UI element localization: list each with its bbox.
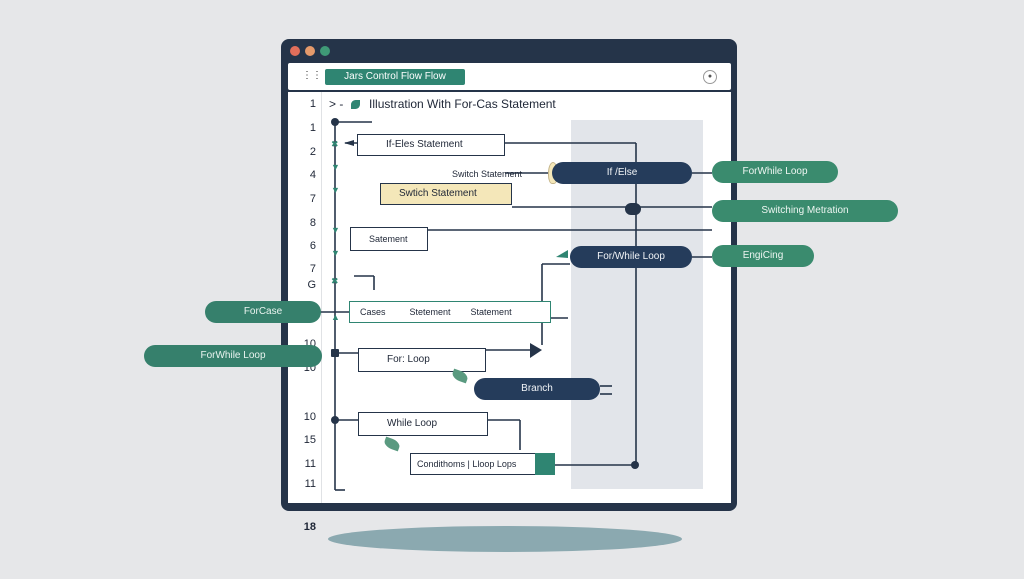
line-number: G bbox=[307, 279, 316, 291]
for-while-loop-mid-pill[interactable]: For/While Loop bbox=[570, 246, 692, 268]
switch-statement-box[interactable]: Swtich Statement bbox=[380, 183, 512, 205]
line-number: 1 bbox=[309, 122, 316, 134]
line-number: 11 bbox=[304, 458, 316, 470]
step-marker-icon: ▼ bbox=[331, 185, 340, 195]
line-number: 7 bbox=[309, 193, 316, 205]
flow-node bbox=[631, 461, 639, 469]
title-bar: ⋮⋮ Jars Control Flow Flow ● bbox=[288, 63, 731, 90]
switch-small-label-box: Switch Statement bbox=[452, 166, 552, 182]
window-title: Jars Control Flow Flow bbox=[325, 69, 465, 85]
if-else-box[interactable]: If-Eles Statement bbox=[357, 134, 505, 156]
engcing-pill[interactable]: EngiCing bbox=[712, 245, 814, 267]
editor-header-line: > - Illustration With For-Cas Statement bbox=[329, 97, 556, 111]
step-marker-icon: ▼ bbox=[331, 225, 340, 235]
branch-marker-icon: ✖ bbox=[331, 276, 339, 286]
line-number: 1 bbox=[309, 98, 316, 110]
if-else-pill[interactable]: If /Else bbox=[552, 162, 692, 184]
step-marker-icon: ▼ bbox=[331, 248, 340, 258]
flow-node bbox=[331, 118, 339, 126]
line-number: 15 bbox=[303, 434, 316, 446]
statement-label: Satement bbox=[369, 233, 408, 244]
statement-box[interactable]: Satement bbox=[350, 227, 428, 251]
for-while-loop-pill[interactable]: ForWhile Loop bbox=[712, 161, 838, 183]
line-number: 18 bbox=[303, 521, 316, 533]
editor-header-text: Illustration With For-Cas Statement bbox=[369, 97, 556, 111]
line-number: 11 bbox=[304, 478, 316, 490]
cases-box[interactable]: Cases Stetement Statement bbox=[349, 301, 551, 323]
flow-node bbox=[331, 416, 339, 424]
line-number: 7 bbox=[309, 263, 316, 275]
step-marker-icon: ▼ bbox=[331, 162, 340, 172]
switch-small-label: Switch Statement bbox=[452, 168, 523, 179]
switching-metration-pill[interactable]: Switching Metration bbox=[712, 200, 898, 222]
conditions-accent bbox=[535, 453, 555, 475]
cases-label: Cases bbox=[360, 306, 386, 317]
flow-node bbox=[331, 349, 339, 357]
settings-icon[interactable]: ● bbox=[703, 70, 717, 84]
maximize-dot[interactable] bbox=[320, 46, 330, 56]
leaf-icon bbox=[350, 100, 360, 110]
line-gutter: 1 1 2 4 7 8 6 7 G 11 10 10 10 15 11 11 1… bbox=[288, 92, 322, 533]
line-number: 4 bbox=[309, 169, 316, 181]
conditions-box[interactable]: Condithoms | Lloop Lops bbox=[410, 453, 555, 475]
forcase-pill[interactable]: ForCase bbox=[205, 301, 321, 323]
switch-statement-label: Swtich Statement bbox=[399, 188, 477, 199]
line-number: 8 bbox=[309, 217, 316, 229]
for-loop-box[interactable]: For: Loop bbox=[358, 348, 486, 372]
line-number: 6 bbox=[309, 240, 316, 252]
while-loop-label: While Loop bbox=[387, 418, 438, 429]
for-loop-label: For: Loop bbox=[387, 354, 430, 365]
cases-statement-2: Statement bbox=[470, 306, 512, 317]
if-else-label: If-Eles Statement bbox=[386, 139, 463, 150]
up-marker-icon: ▲ bbox=[331, 312, 340, 322]
editor-window: ⋮⋮ Jars Control Flow Flow ● 1 1 2 4 7 8 … bbox=[281, 39, 737, 533]
code-icon[interactable]: ⋮⋮ bbox=[302, 70, 322, 81]
editor-area: 1 1 2 4 7 8 6 7 G 11 10 10 10 15 11 11 1… bbox=[288, 92, 731, 533]
line-number: 2 bbox=[309, 146, 316, 158]
line-number: 10 bbox=[303, 411, 316, 423]
close-dot[interactable] bbox=[290, 46, 300, 56]
branch-marker-icon: ✖ bbox=[331, 139, 339, 149]
conditions-label: Condithoms | Lloop Lops bbox=[417, 458, 517, 469]
minimize-dot[interactable] bbox=[305, 46, 315, 56]
branch-pill[interactable]: Branch bbox=[474, 378, 600, 400]
window-shadow bbox=[328, 526, 682, 552]
cases-statement-1: Stetement bbox=[409, 306, 451, 317]
chevron-right-icon: > - bbox=[329, 97, 344, 111]
for-while-loop-left-pill[interactable]: ForWhile Loop bbox=[144, 345, 322, 367]
while-loop-box[interactable]: While Loop bbox=[358, 412, 488, 436]
